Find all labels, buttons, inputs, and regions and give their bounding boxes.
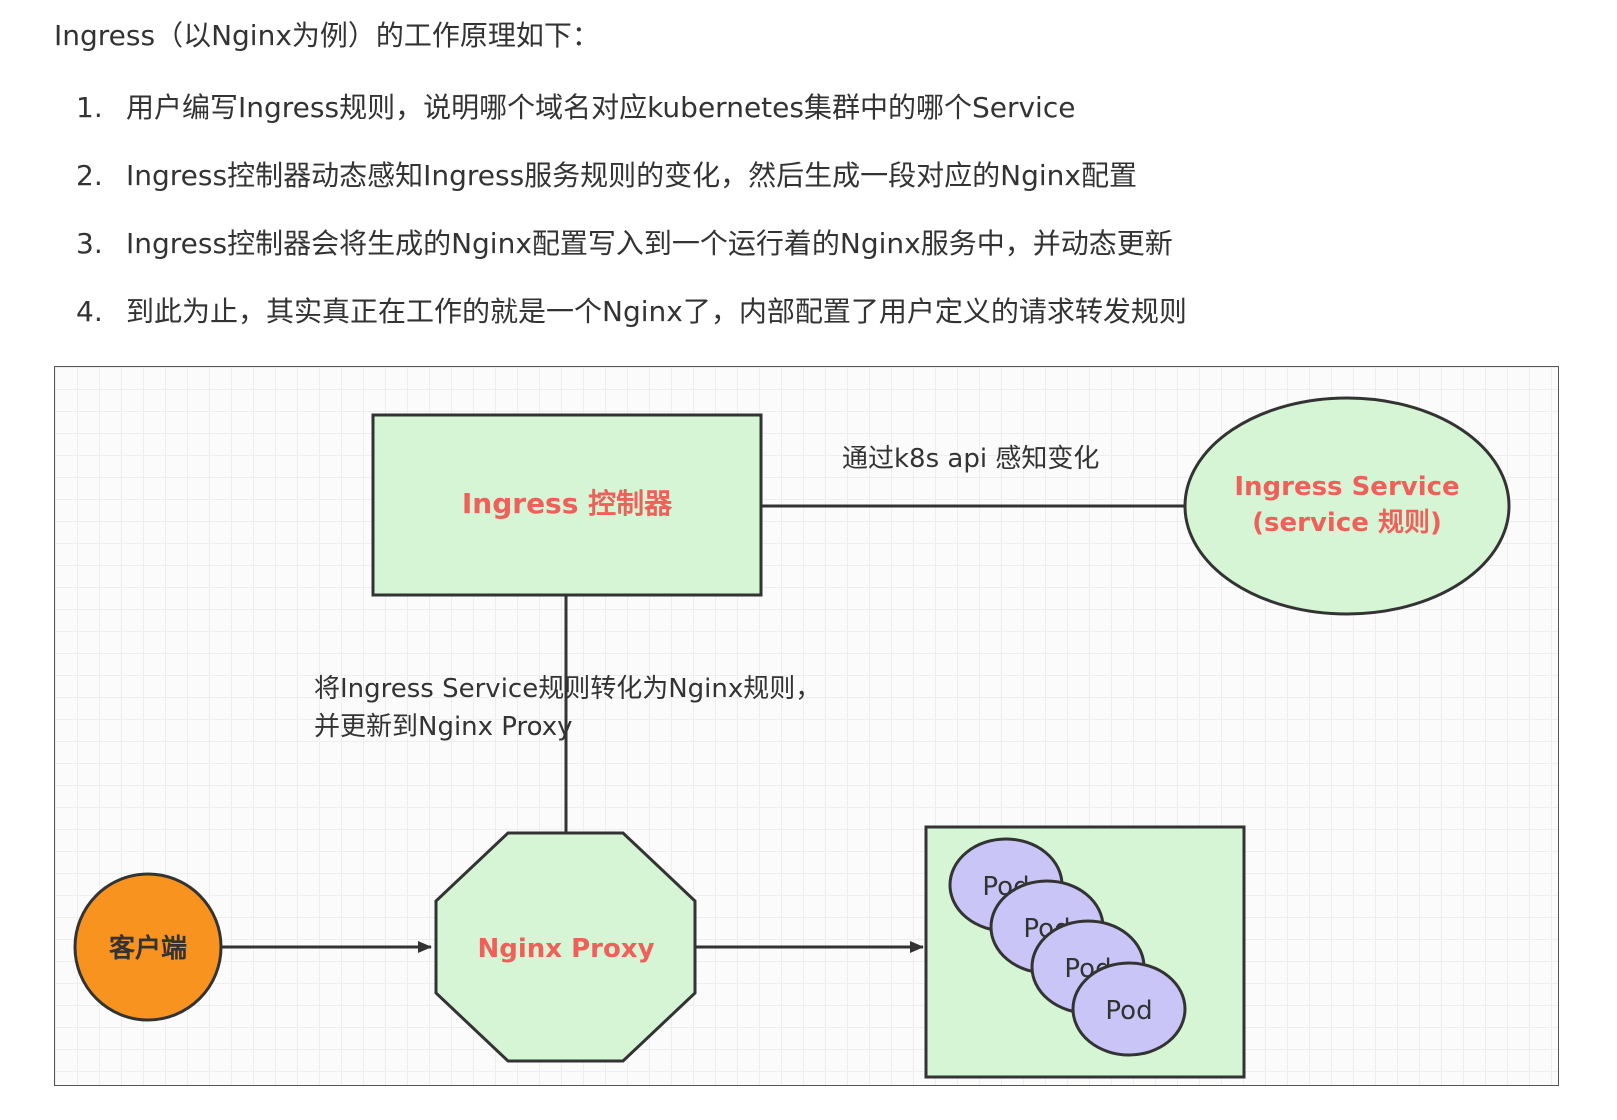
ingress-controller-label: Ingress 控制器 bbox=[462, 487, 673, 520]
list-item: 4. 到此为止，其实真正在工作的就是一个Nginx了，内部配置了用户定义的请求转… bbox=[76, 292, 1187, 360]
nginx-proxy-label: Nginx Proxy bbox=[477, 934, 654, 964]
step-number: 1. bbox=[76, 91, 103, 124]
pod-circle bbox=[1071, 961, 1187, 1057]
ingress-service-label-line2: (service 规则) bbox=[1252, 508, 1442, 538]
pod-label: Pod bbox=[1105, 996, 1152, 1026]
ingress-service-label-line1: Ingress Service bbox=[1234, 472, 1459, 502]
step-text: 到此为止，其实真正在工作的就是一个Nginx了，内部配置了用户定义的请求转发规则 bbox=[126, 295, 1187, 328]
step-text: 用户编写Ingress规则，说明哪个域名对应kubernetes集群中的哪个Se… bbox=[126, 91, 1076, 124]
step-text: Ingress控制器动态感知Ingress服务规则的变化，然后生成一段对应的Ng… bbox=[126, 159, 1137, 192]
client-circle bbox=[73, 872, 223, 1022]
list-item: 2. Ingress控制器动态感知Ingress服务规则的变化，然后生成一段对应… bbox=[76, 156, 1187, 224]
ingress-service-ellipse bbox=[1183, 396, 1511, 616]
step-text: Ingress控制器会将生成的Nginx配置写入到一个运行着的Nginx服务中，… bbox=[126, 227, 1173, 260]
nginx-proxy-octagon bbox=[434, 831, 697, 1063]
architecture-diagram: Ingress 控制器 Ingress Service (service 规则)… bbox=[54, 366, 1559, 1086]
diagram-canvas: Ingress 控制器 Ingress Service (service 规则)… bbox=[73, 396, 1511, 1079]
step-number: 4. bbox=[76, 295, 103, 328]
k8s-api-label: 通过k8s api 感知变化 bbox=[842, 444, 1099, 474]
conversion-label-line2: 并更新到Nginx Proxy bbox=[314, 712, 573, 742]
step-number: 2. bbox=[76, 159, 103, 192]
step-number: 3. bbox=[76, 227, 103, 260]
list-item: 3. Ingress控制器会将生成的Nginx配置写入到一个运行着的Nginx服… bbox=[76, 224, 1187, 292]
client-label: 客户端 bbox=[109, 933, 187, 964]
steps-list: 1. 用户编写Ingress规则，说明哪个域名对应kubernetes集群中的哪… bbox=[76, 88, 1187, 360]
ingress-controller-box bbox=[371, 413, 763, 597]
conversion-label-line1: 将Ingress Service规则转化为Nginx规则， bbox=[314, 674, 821, 704]
intro-heading: Ingress（以Nginx为例）的工作原理如下： bbox=[54, 19, 600, 52]
list-item: 1. 用户编写Ingress规则，说明哪个域名对应kubernetes集群中的哪… bbox=[76, 88, 1187, 156]
